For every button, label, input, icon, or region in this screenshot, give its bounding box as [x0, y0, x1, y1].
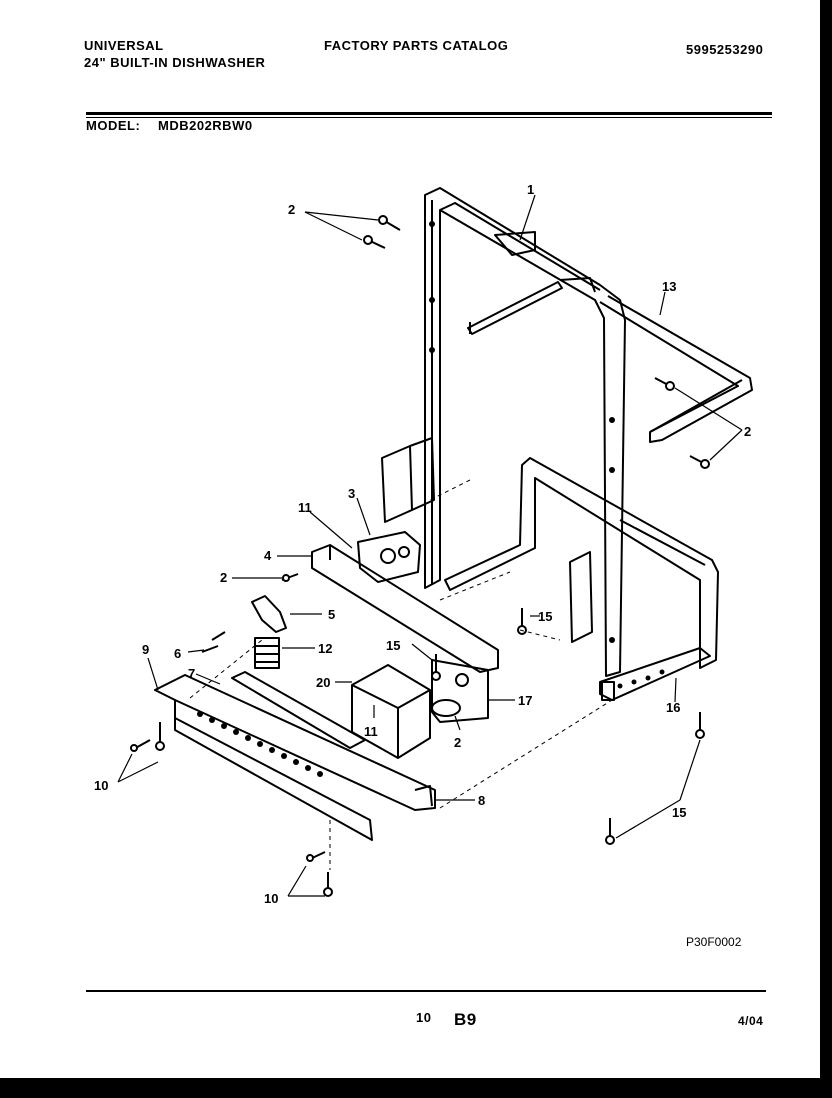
switch-part: [251, 595, 287, 633]
catalog-number: 5995253290: [686, 42, 764, 57]
screw-part: [378, 215, 401, 231]
right-bracket-part: [569, 551, 593, 643]
screw-part: [155, 722, 165, 751]
callout-12: 12: [318, 641, 332, 656]
side-rail-part: [599, 295, 753, 443]
catalog-title: FACTORY PARTS CATALOG: [324, 38, 509, 53]
screw-part: [695, 712, 705, 739]
callout-10: 10: [94, 778, 108, 793]
control-panel-part: [311, 544, 499, 673]
base-strip-part: [599, 647, 711, 701]
screw-part: [517, 608, 527, 635]
leader-lines: [117, 194, 743, 897]
callout-3: 3: [348, 486, 355, 501]
door-frame-part: [424, 187, 626, 677]
callout-2: 2: [744, 424, 751, 439]
screw-part: [281, 573, 299, 582]
callout-9: 9: [142, 642, 149, 657]
cross-bar-part: [467, 281, 563, 335]
screw-part: [654, 377, 675, 391]
scan-edge-right: [820, 0, 832, 1098]
figure-code: P30F0002: [686, 935, 742, 949]
header-rule-thin: [86, 117, 772, 118]
hinge-bracket-part: [381, 437, 435, 523]
page-number: 10: [416, 1010, 432, 1025]
callout-15: 15: [538, 609, 552, 624]
callout-7: 7: [188, 666, 195, 681]
callout-16: 16: [666, 700, 680, 715]
screw-part: [323, 872, 333, 897]
callout-17: 17: [518, 693, 532, 708]
callout-15: 15: [386, 638, 400, 653]
screw-part: [201, 631, 226, 653]
callout-15: 15: [672, 805, 686, 820]
panel-holes: [197, 221, 665, 777]
callout-11: 11: [364, 724, 378, 739]
footer-rule: [86, 990, 766, 992]
model-number: MDB202RBW0: [158, 118, 253, 133]
screw-part: [605, 818, 615, 845]
vent-bracket-part: [431, 659, 489, 723]
callout-11: 11: [298, 500, 312, 515]
screw-part: [431, 654, 441, 681]
screw-part: [689, 455, 710, 469]
catalog-date: 4/04: [738, 1014, 764, 1028]
callout-13: 13: [662, 279, 676, 294]
component-box-part: [351, 664, 431, 759]
scan-edge-bottom: [0, 1078, 832, 1098]
screw-part: [363, 235, 386, 249]
valve-assembly-part: [357, 531, 421, 583]
transformer-part: [254, 637, 280, 669]
callout-20: 20: [316, 675, 330, 690]
callout-2: 2: [288, 202, 295, 217]
phantom-lines: [189, 479, 613, 870]
screw-part: [130, 739, 151, 752]
header-rule: [86, 112, 772, 115]
lower-frame-part: [444, 457, 719, 669]
callout-5: 5: [328, 607, 335, 622]
callout-4: 4: [264, 548, 272, 563]
screw-part: [306, 851, 326, 862]
switch-strip-part: [231, 671, 366, 749]
kick-panel-part: [154, 674, 436, 841]
callout-6: 6: [174, 646, 181, 661]
callout-1: 1: [527, 182, 534, 197]
section-code: B9: [454, 1010, 477, 1029]
callout-2: 2: [220, 570, 227, 585]
brand-name: UNIVERSAL: [84, 38, 164, 53]
product-name: 24" BUILT-IN DISHWASHER: [84, 55, 266, 70]
model-label: MODEL:: [86, 118, 141, 133]
callout-10: 10: [264, 891, 278, 906]
callout-8: 8: [478, 793, 485, 808]
callout-2: 2: [454, 735, 461, 750]
